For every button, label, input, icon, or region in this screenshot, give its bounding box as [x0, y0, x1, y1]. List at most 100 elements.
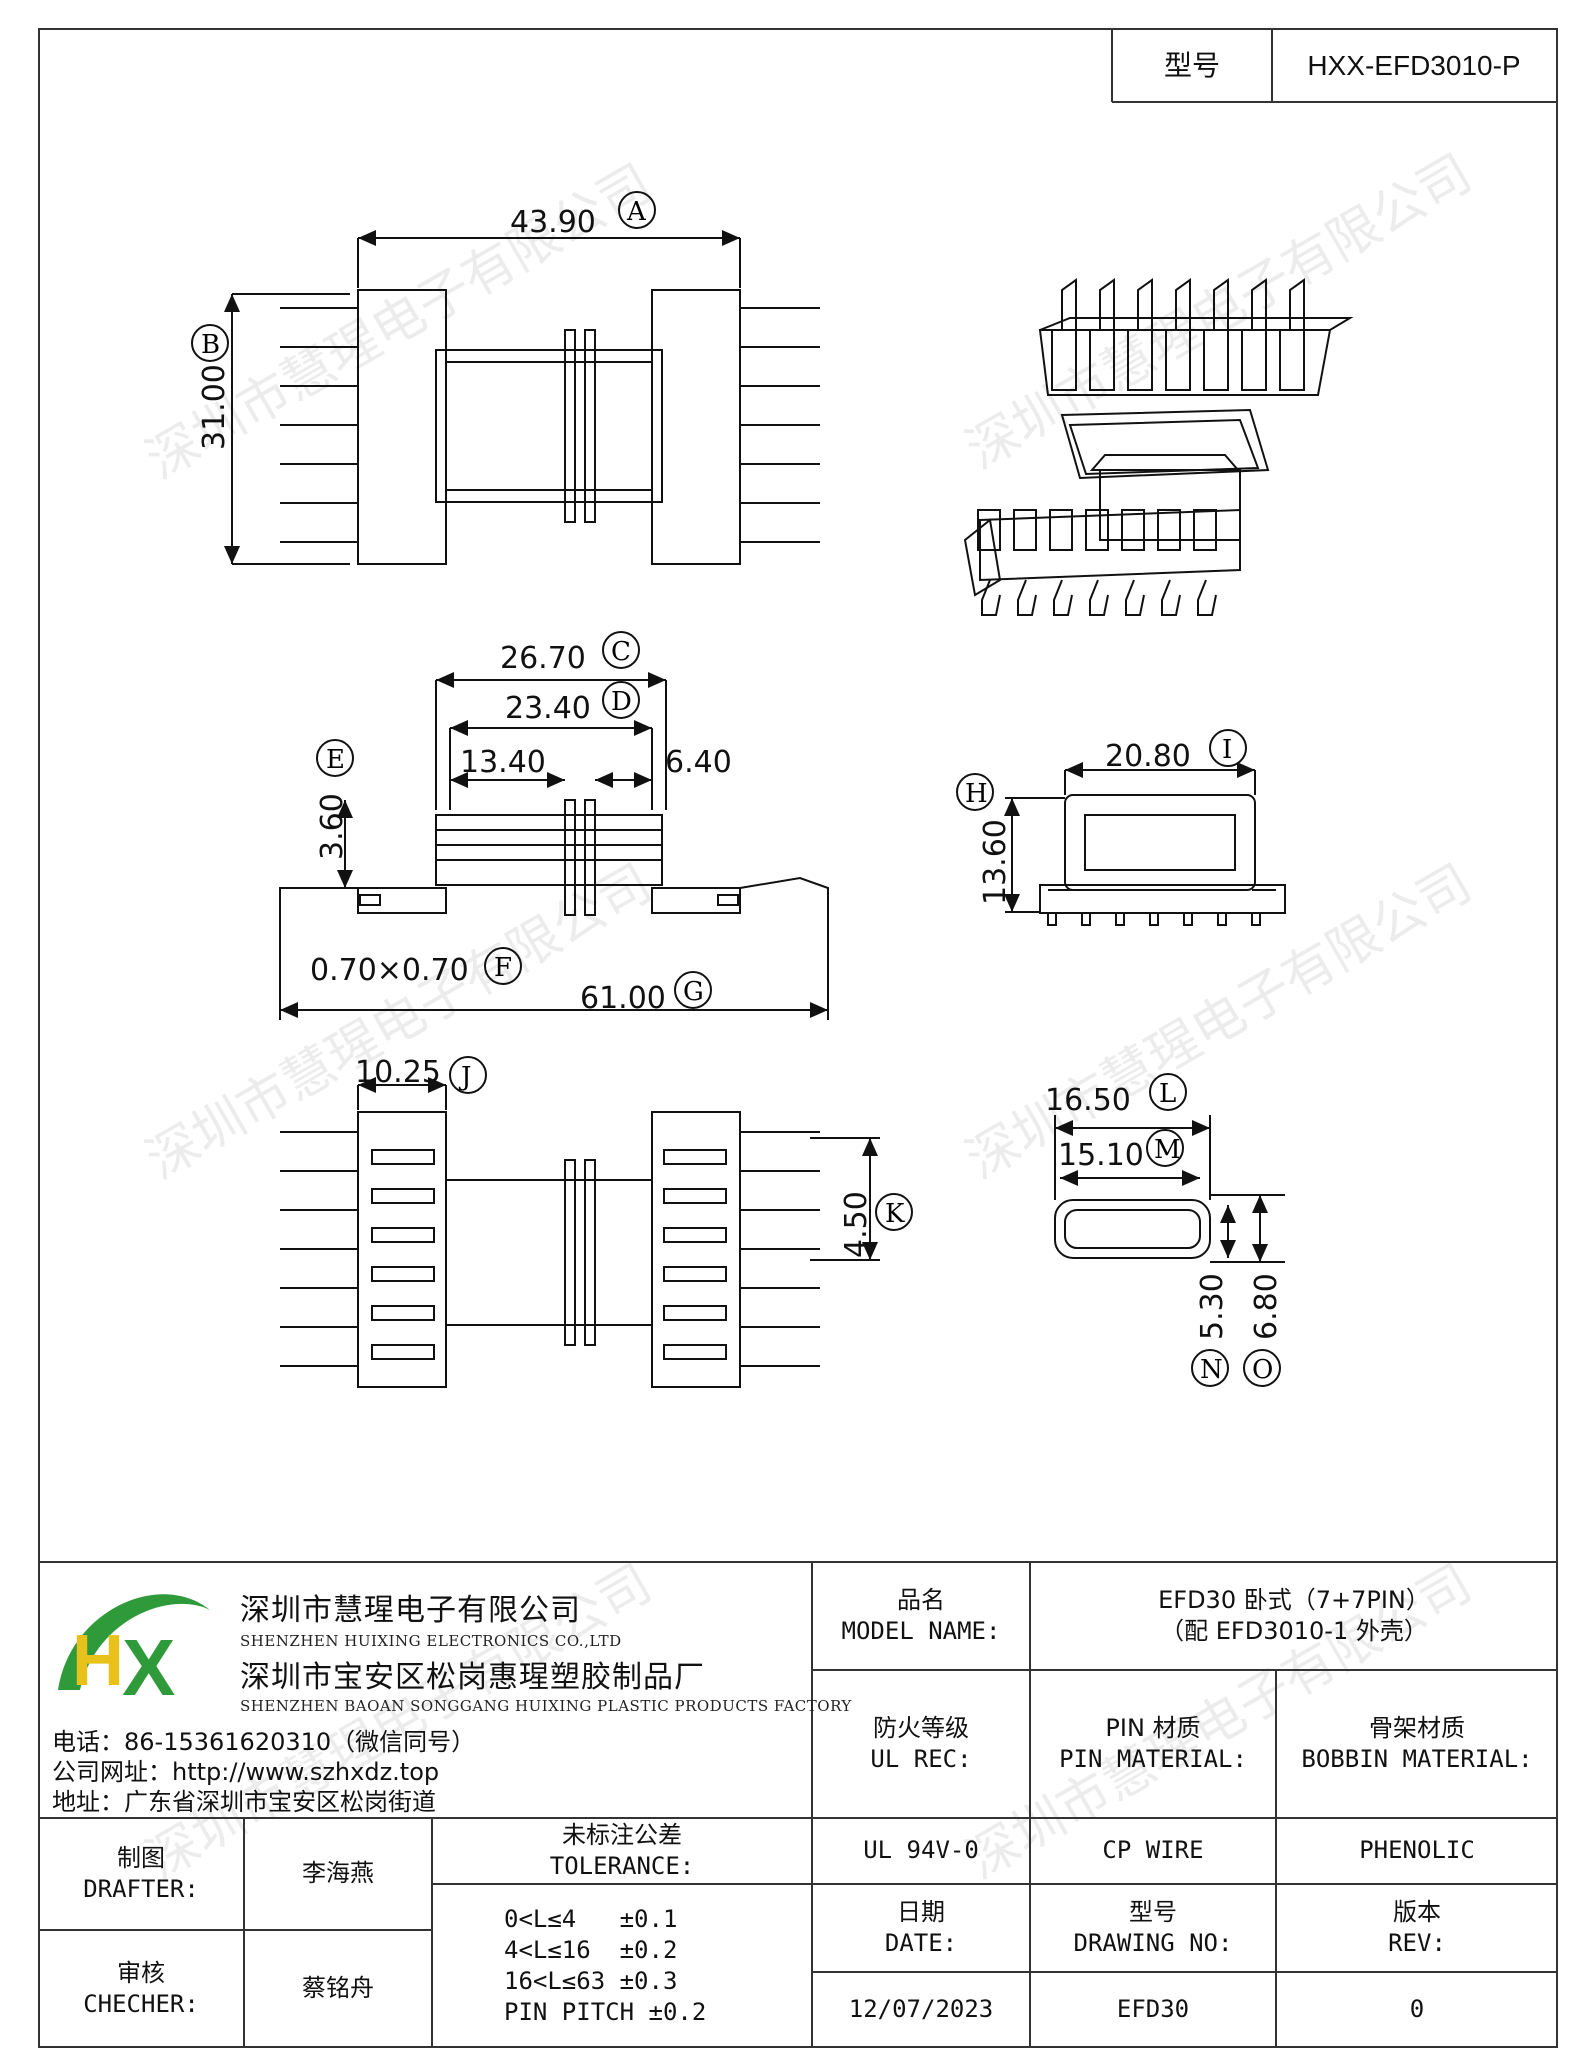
checker-name-cell: 蔡铭舟: [244, 1930, 432, 2048]
mark-B: B: [191, 324, 229, 362]
tolerance-label-cn: 未标注公差: [562, 1820, 682, 1849]
pin-post: [1193, 509, 1217, 551]
pin-material-value-cell: CP WIRE: [1030, 1818, 1276, 1884]
pin-post: [1085, 509, 1109, 551]
pin-slot: [663, 1227, 727, 1243]
bobbin-material-value: PHENOLIC: [1359, 1836, 1475, 1865]
drawing-no-label-en: DRAWING NO:: [1073, 1929, 1233, 1957]
checker-label-en: CHECHER:: [83, 1990, 199, 2018]
watermark-text: 深圳市慧瑆电子有限公司: [957, 853, 1482, 1191]
header-model-value: HXX-EFD3010-P: [1307, 49, 1521, 81]
pin-post: [977, 509, 1001, 551]
title-block-grid: [38, 28, 1558, 2048]
pin-post: [1203, 329, 1229, 391]
mark-O: O: [1243, 1349, 1281, 1387]
pin-material-value: CP WIRE: [1102, 1836, 1204, 1865]
ul-rec-label-en: UL REC:: [870, 1745, 972, 1773]
pin: [1197, 579, 1217, 616]
model-name-label-en: MODEL NAME:: [841, 1617, 1001, 1645]
pin-material-label-cn: PIN 材质: [1105, 1713, 1201, 1742]
reference-marks: A B C D E F G H I J K L M N O: [191, 191, 1281, 1387]
pin: [1251, 912, 1261, 926]
drafter-label-cn: 制图: [117, 1843, 165, 1872]
pin: [1081, 912, 1091, 926]
drafter-label-cell: 制图 DRAFTER:: [38, 1818, 244, 1930]
mark-F: F: [484, 947, 522, 985]
mark-K-letter: K: [885, 1199, 905, 1229]
drafter-name: 李海燕: [302, 1859, 374, 1888]
checker-name: 蔡铭舟: [302, 1974, 374, 2003]
drawing-no-value: EFD30: [1116, 1995, 1190, 2024]
pin-post: [1013, 509, 1037, 551]
dim-D-value: 23.40: [505, 691, 591, 726]
checker-label-cn: 审核: [117, 1958, 165, 1987]
mark-N: N: [1191, 1349, 1229, 1387]
pin-post: [1157, 509, 1181, 551]
pin-slot: [371, 1227, 435, 1243]
pin: [1099, 278, 1115, 330]
mark-G: G: [674, 971, 712, 1009]
pin: [1053, 579, 1073, 616]
pin-post: [1089, 329, 1115, 391]
pin-post: [1049, 509, 1073, 551]
pin-slot: [371, 1149, 435, 1165]
mark-E: E: [316, 739, 354, 777]
company-logo: H X: [58, 1594, 210, 1712]
mark-A-letter: A: [626, 197, 647, 227]
mark-G-letter: G: [683, 977, 704, 1007]
pin-post: [1165, 329, 1191, 391]
rev-value: 0: [1409, 1995, 1425, 2024]
company-website[interactable]: 公司网址：http://www.szhxdz.top: [52, 1758, 440, 1786]
dim-I-value: 20.80: [1105, 739, 1191, 774]
pin: [981, 579, 1001, 616]
tolerance-line: 4<L≤16 ±0.2: [504, 1935, 678, 1964]
model-name-label-cell: 品名 MODEL NAME:: [812, 1562, 1030, 1670]
dim-M-value: 15.10: [1058, 1138, 1144, 1173]
mark-D-letter: D: [611, 687, 632, 717]
pin-post: [1241, 329, 1267, 391]
checker-label-cell: 审核 CHECHER:: [38, 1930, 244, 2048]
company-name-en: SHENZHEN HUIXING ELECTRONICS CO.,LTD: [240, 1632, 622, 1650]
company-address: 地址：广东省深圳市宝安区松岗街道: [52, 1788, 436, 1816]
drafter-name-cell: 李海燕: [244, 1818, 432, 1930]
ul-rec-label-cn: 防火等级: [873, 1713, 969, 1742]
pin: [1175, 278, 1191, 330]
pin-material-label-en: PIN MATERIAL:: [1059, 1745, 1247, 1773]
pin-slot: [371, 1344, 435, 1360]
date-label-cell: 日期 DATE:: [812, 1884, 1030, 1972]
pin-slot: [371, 1305, 435, 1321]
mark-N-letter: N: [1200, 1355, 1223, 1385]
pin-post: [1121, 509, 1145, 551]
mark-M-letter: M: [1154, 1135, 1181, 1165]
model-name-label-cn: 品名: [897, 1585, 945, 1614]
pin: [1017, 579, 1037, 616]
dim-E-value: 3.60: [315, 793, 350, 860]
ul-rec-value-cell: UL 94V-0: [812, 1818, 1030, 1884]
tolerance-label-cell: 未标注公差 TOLERANCE:: [432, 1818, 812, 1884]
mark-B-letter: B: [201, 330, 220, 360]
model-name-value-line2: （配 EFD3010-1 外壳）: [1160, 1617, 1428, 1645]
ul-rec-value: UL 94V-0: [863, 1836, 979, 1865]
dim-B-value: 31.00: [197, 364, 232, 450]
dim-J-value: 10.25: [355, 1055, 441, 1090]
bobbin-material-label-cell: 骨架材质 BOBBIN MATERIAL:: [1276, 1670, 1558, 1818]
pin: [1217, 912, 1227, 926]
company-phone: 电话：86-15361620310（微信同号）: [52, 1728, 476, 1756]
rev-label-cell: 版本 REV:: [1276, 1884, 1558, 1972]
dim-H-value: 13.60: [978, 819, 1013, 905]
dim-O-value: 6.80: [1249, 1273, 1284, 1340]
ul-rec-label-cell: 防火等级 UL REC:: [812, 1670, 1030, 1818]
front-view: [1004, 762, 1286, 926]
header-model-label-cell: 型号: [1112, 30, 1272, 102]
mark-I-letter: I: [1222, 735, 1232, 765]
tolerance-line: 16<L≤63 ±0.3: [504, 1967, 678, 1995]
dim-K-value: 4.50: [839, 1191, 874, 1258]
pin-slot: [663, 1188, 727, 1204]
mark-O-letter: O: [1252, 1355, 1273, 1385]
mark-E-letter: E: [326, 745, 345, 775]
mark-C-letter: C: [611, 637, 631, 667]
isometric-view: [963, 278, 1354, 616]
mark-M: M: [1146, 1129, 1184, 1167]
pin: [1213, 278, 1229, 330]
logo-letter-x: X: [122, 1623, 175, 1712]
